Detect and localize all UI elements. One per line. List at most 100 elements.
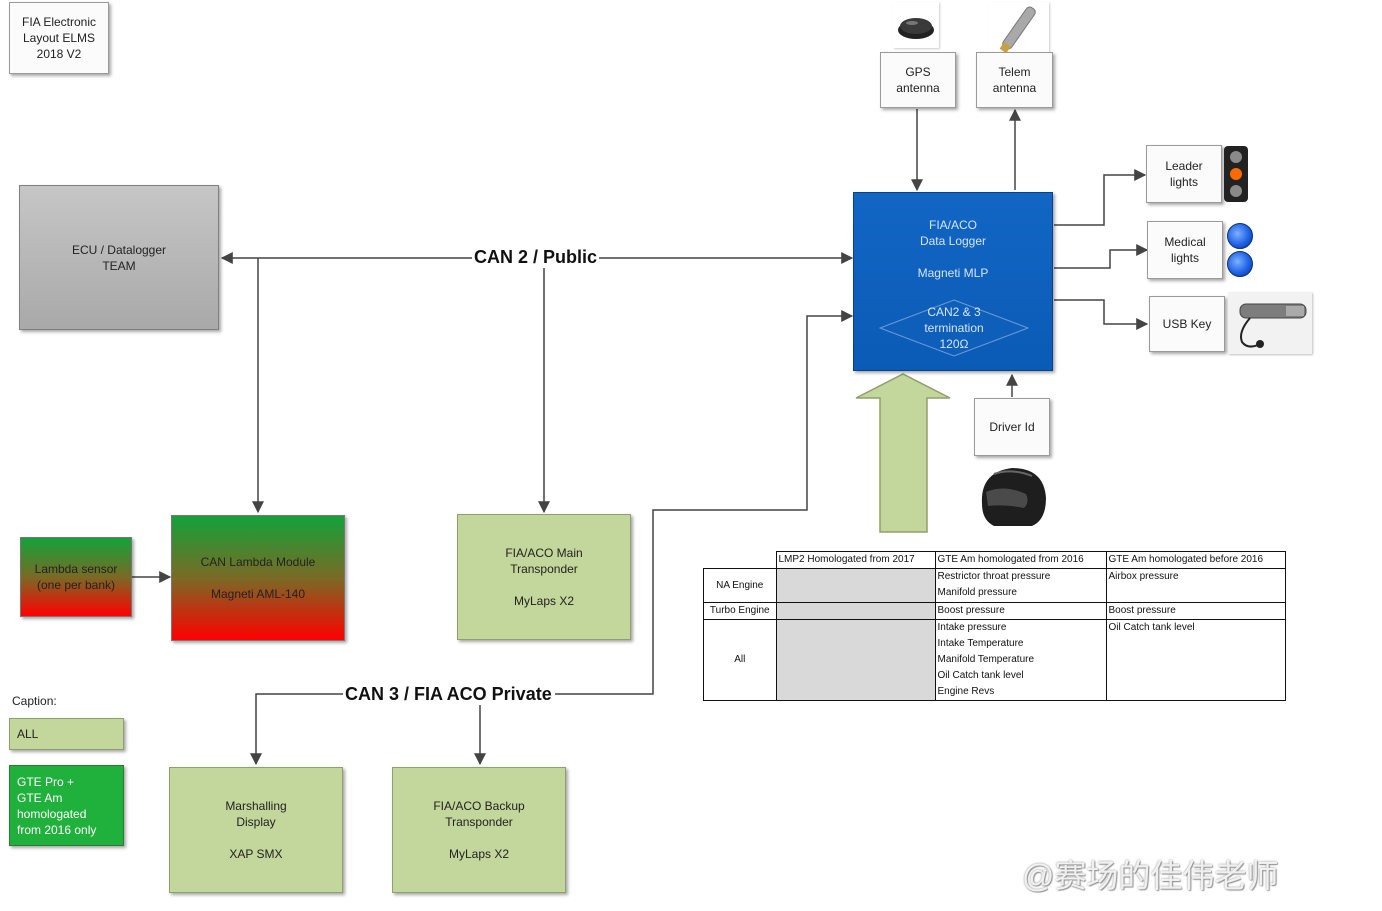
table-cell: Oil Catch tank level bbox=[1105, 619, 1286, 701]
cell-item: Intake pressure bbox=[937, 622, 1007, 633]
driver-id-box: Driver Id bbox=[974, 398, 1050, 456]
marshalling-label: XAP SMX bbox=[229, 847, 283, 861]
logger-to-medical bbox=[1054, 244, 1149, 269]
can-lambda-module-box: CAN Lambda Module Magneti AML-140 bbox=[171, 515, 345, 641]
table-header-cell: GTE Am homologated from 2016 bbox=[934, 551, 1107, 569]
backup-transponder-label: FIA/ACO Backup bbox=[433, 799, 525, 813]
usb-label: USB Key bbox=[1162, 317, 1212, 331]
caption-gte-label: from 2016 only bbox=[17, 822, 97, 837]
logger-to-usb bbox=[1054, 299, 1149, 330]
input-arrow bbox=[855, 373, 951, 533]
caption-all-label: ALL bbox=[17, 727, 39, 741]
watermark: @赛场的佳伟老师 bbox=[1022, 858, 1279, 894]
ecu-label: TEAM bbox=[102, 258, 136, 273]
gps-antenna-icon bbox=[893, 2, 939, 48]
blue-lights-icon bbox=[1226, 222, 1254, 278]
cell-item: Boost pressure bbox=[937, 605, 1005, 616]
gps-antenna-box: GPS antenna bbox=[880, 52, 956, 108]
logger-to-leader bbox=[1054, 169, 1147, 226]
cell-item: Oil Catch tank level bbox=[1108, 622, 1195, 633]
cell-item: Airbox pressure bbox=[1108, 571, 1179, 582]
table-row: All Intake pressure Intake Temperature M… bbox=[703, 619, 1286, 701]
lambda-sensor-label: (one per bank) bbox=[36, 578, 116, 592]
cell-item: Boost pressure bbox=[1108, 605, 1176, 616]
leader-label: Leader bbox=[1165, 159, 1203, 173]
termination-line: termination bbox=[924, 321, 984, 335]
caption-gte-label: GTE Pro + bbox=[17, 774, 75, 789]
caption-gte-label: GTE Am bbox=[17, 790, 63, 805]
table-header-cell: GTE Am homologated before 2016 bbox=[1105, 551, 1286, 569]
medical-label: lights bbox=[1170, 251, 1199, 265]
termination-line: 120Ω bbox=[939, 337, 969, 351]
table-row: Turbo Engine Boost pressure Boost pressu… bbox=[703, 602, 1286, 620]
telem-label: antenna bbox=[992, 81, 1037, 95]
usb-key-box: USB Key bbox=[1149, 296, 1225, 352]
medical-label: Medical bbox=[1164, 235, 1206, 249]
table-cell-shaded bbox=[775, 619, 936, 701]
row-label: NA Engine bbox=[703, 568, 777, 603]
traffic-light-icon bbox=[1224, 146, 1248, 202]
telem-antenna-icon bbox=[989, 2, 1049, 54]
cell-item: Engine Revs bbox=[937, 686, 995, 697]
driver-id-label: Driver Id bbox=[989, 420, 1035, 434]
cell-item: Manifold pressure bbox=[937, 587, 1017, 598]
telem-antenna-box: Telem antenna bbox=[976, 52, 1053, 108]
table-header-cell bbox=[704, 552, 777, 569]
title-line: FIA Electronic bbox=[21, 15, 97, 29]
table-cell: Boost pressure bbox=[934, 602, 1107, 620]
medical-lights-box: Medical lights bbox=[1147, 221, 1223, 279]
leader-lights-box: Leader lights bbox=[1146, 145, 1222, 203]
logger-label: FIA/ACO bbox=[928, 218, 977, 232]
main-transponder-box: FIA/ACO Main Transponder MyLaps X2 bbox=[457, 514, 631, 640]
homologation-table: LMP2 Homologated from 2017 GTE Am homolo… bbox=[703, 551, 1286, 701]
gps-label: GPS bbox=[905, 65, 931, 79]
cell-item: Intake Temperature bbox=[937, 638, 1024, 649]
title-line: Layout ELMS bbox=[22, 31, 96, 45]
table-cell-shaded bbox=[775, 568, 936, 603]
table-cell: Intake pressure Intake Temperature Manif… bbox=[934, 619, 1107, 701]
can3-to-logger bbox=[555, 310, 854, 695]
ecu-label: ECU / Datalogger bbox=[71, 242, 167, 257]
usb-key-icon bbox=[1228, 292, 1312, 354]
row-label: All bbox=[703, 619, 777, 701]
caption-gte-label: homologated bbox=[17, 806, 87, 821]
table-row: NA Engine Restrictor throat pressure Man… bbox=[703, 568, 1286, 603]
lambda-module-label: CAN Lambda Module bbox=[200, 555, 316, 569]
table-header-row: LMP2 Homologated from 2017 GTE Am homolo… bbox=[704, 551, 1286, 569]
main-transponder-label: MyLaps X2 bbox=[513, 594, 575, 608]
can3-to-marshalling bbox=[250, 693, 345, 766]
row-label: Turbo Engine bbox=[703, 602, 777, 620]
termination-label: CAN2 & 3 termination 120Ω bbox=[879, 304, 1029, 352]
caption-title: Caption: bbox=[12, 694, 57, 708]
marshalling-display-box: Marshalling Display XAP SMX bbox=[169, 767, 343, 893]
termination-line: CAN2 & 3 bbox=[927, 305, 981, 319]
diagram-title: FIA Electronic Layout ELMS 2018 V2 bbox=[9, 2, 109, 74]
lambda-sensor-box: Lambda sensor (one per bank) bbox=[20, 537, 132, 617]
can2-label: CAN 2 / Public bbox=[472, 246, 600, 268]
caption-all-box: ALL bbox=[9, 718, 124, 750]
cell-item: Manifold Temperature bbox=[937, 654, 1035, 665]
helmet-icon bbox=[974, 460, 1050, 532]
telem-label: Telem bbox=[998, 65, 1031, 79]
ecu-datalogger-box: ECU / Datalogger TEAM bbox=[19, 185, 219, 330]
table-cell: Airbox pressure bbox=[1105, 568, 1286, 603]
caption-gte-box: GTE Pro + GTE Am homologated from 2016 o… bbox=[9, 765, 124, 846]
main-transponder-label: Transponder bbox=[510, 562, 578, 576]
title-line: 2018 V2 bbox=[36, 47, 82, 61]
logger-label: Magneti MLP bbox=[917, 266, 989, 280]
can3-label: CAN 3 / FIA ACO Private bbox=[343, 683, 554, 705]
cell-item: Restrictor throat pressure bbox=[937, 571, 1051, 582]
marshalling-label: Display bbox=[236, 815, 276, 829]
leader-label: lights bbox=[1169, 175, 1198, 189]
marshalling-label: Marshalling bbox=[225, 799, 287, 813]
gps-label: antenna bbox=[896, 81, 940, 95]
table-cell-shaded bbox=[775, 602, 936, 620]
logger-label: Data Logger bbox=[919, 234, 987, 248]
termination-diamond bbox=[879, 299, 1029, 357]
table-header-cell: LMP2 Homologated from 2017 bbox=[775, 551, 936, 569]
cell-item: Oil Catch tank level bbox=[937, 670, 1024, 681]
main-transponder-label: FIA/ACO Main bbox=[505, 546, 583, 560]
table-cell: Boost pressure bbox=[1105, 602, 1286, 620]
table-cell: Restrictor throat pressure Manifold pres… bbox=[934, 568, 1107, 603]
